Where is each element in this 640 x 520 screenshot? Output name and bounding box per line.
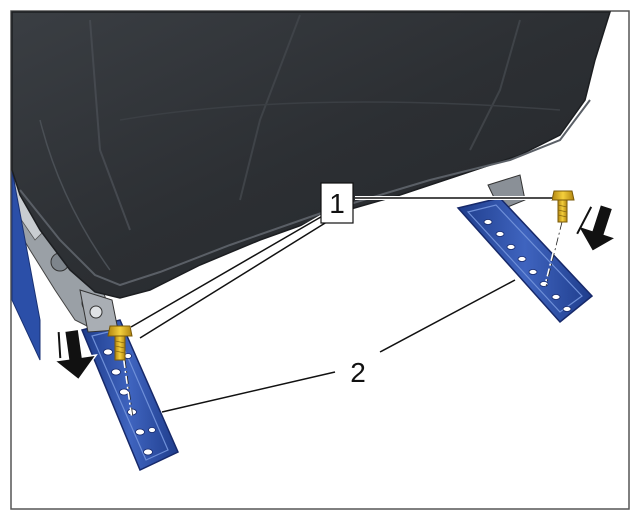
- bolt-guide-lines: [123, 221, 562, 419]
- callout-2-leaders: [161, 279, 516, 413]
- callout-label-2: 2: [350, 357, 366, 388]
- left-rail-holes: [103, 348, 156, 456]
- right-rail-holes: [483, 219, 572, 312]
- arrow-down-left-icon: [52, 328, 98, 381]
- arrow-down-right-icon: [576, 203, 618, 253]
- bolt-guide-lines-outline: [124, 221, 563, 419]
- bolt-left: [107, 325, 133, 361]
- callout-1-box: [320, 182, 354, 224]
- right-seat-rail: [456, 197, 594, 324]
- callout-1-leaders: [129, 196, 552, 340]
- bolt-right: [551, 190, 575, 223]
- seat-body: [11, 11, 612, 299]
- callout-label-1: 1: [329, 188, 345, 219]
